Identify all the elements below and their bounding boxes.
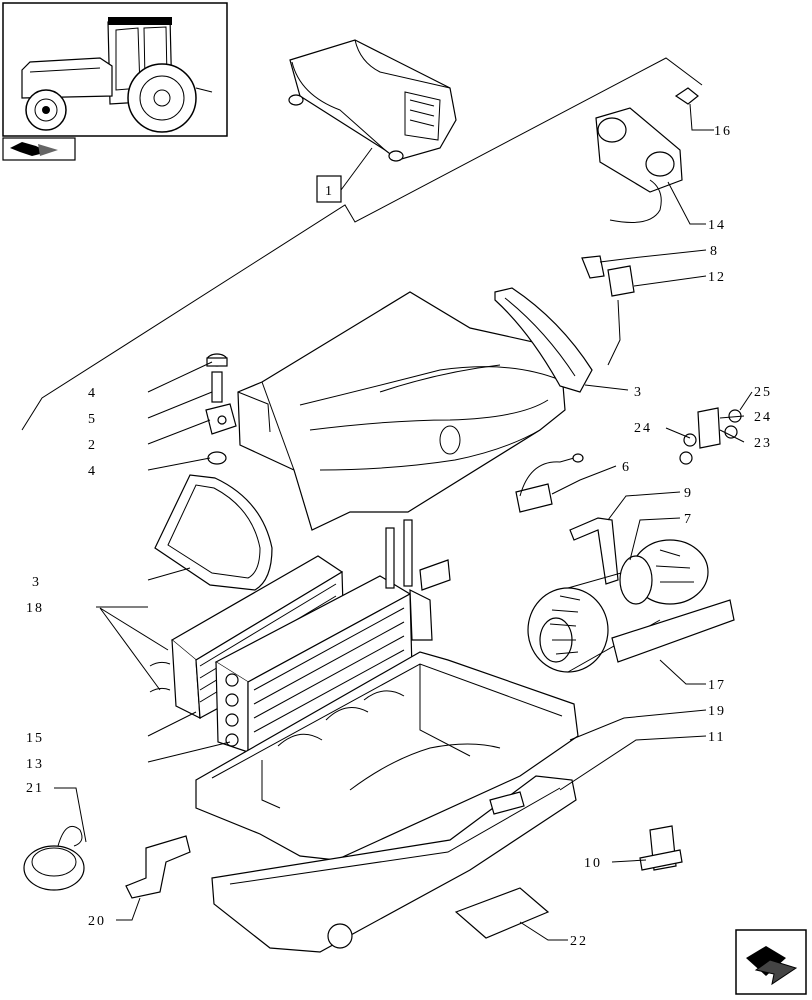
cabin-filter <box>454 887 550 939</box>
callout-2: 2 <box>88 438 97 453</box>
drain-pan <box>211 775 577 953</box>
duct-gasket-right <box>494 287 593 393</box>
callout-9: 9 <box>684 486 693 501</box>
callout-20: 20 <box>88 914 106 929</box>
blower-bracket <box>569 517 619 585</box>
callout-10: 10 <box>584 856 602 871</box>
refrigerant-pipes <box>385 519 451 641</box>
callout-16: 16 <box>714 124 732 139</box>
callout-15: 15 <box>26 731 44 746</box>
callout-18: 18 <box>26 601 44 616</box>
duct-gasket-left <box>154 474 273 591</box>
mount-assembly <box>205 353 237 465</box>
temperature-sensor <box>23 826 85 891</box>
callout-6: 6 <box>622 460 631 475</box>
callout-1: 1 <box>325 184 334 199</box>
callout-12: 12 <box>708 270 726 285</box>
callout-leader-lines <box>54 103 753 941</box>
callout-23: 23 <box>754 436 772 451</box>
lower-housing <box>195 651 579 861</box>
callout-5: 5 <box>88 412 97 427</box>
thermostat-switch <box>639 825 683 871</box>
callout-labels: 1 4 5 2 4 3 3 18 15 13 21 20 16 14 8 12 … <box>26 124 772 949</box>
callout-box-1 <box>316 175 342 203</box>
callout-17: 17 <box>708 678 726 693</box>
main-plenum-housing <box>237 291 566 531</box>
callout-14: 14 <box>708 218 726 233</box>
callout-24-left: 24 <box>634 421 652 436</box>
callout-25: 25 <box>754 385 772 400</box>
tractor-thumbnail-icon <box>2 2 228 137</box>
assembly-guide-line <box>21 57 703 431</box>
next-page-arrow-icon[interactable] <box>735 929 807 995</box>
page-reference-arrow-icon <box>2 137 76 161</box>
callout-24-right: 24 <box>754 410 772 425</box>
callout-11: 11 <box>708 730 725 745</box>
foam-strip <box>611 599 735 663</box>
blower-resistor <box>515 453 584 513</box>
upper-air-duct <box>288 39 457 162</box>
callout-8: 8 <box>710 244 719 259</box>
callout-3-right: 3 <box>634 385 643 400</box>
callout-13: 13 <box>26 757 44 772</box>
blower-motor-cover <box>581 87 699 366</box>
insulation-foam <box>125 835 191 899</box>
callout-4-top: 4 <box>88 386 97 401</box>
blower-wheel-assembly <box>527 539 709 673</box>
callout-19: 19 <box>708 704 726 719</box>
evaporator-core <box>214 575 413 753</box>
expansion-valve <box>679 407 742 465</box>
callout-4-bottom: 4 <box>88 464 97 479</box>
callout-21: 21 <box>26 781 44 796</box>
callout-7: 7 <box>684 512 693 527</box>
callout-22: 22 <box>570 934 588 949</box>
callout-3-left: 3 <box>32 575 41 590</box>
